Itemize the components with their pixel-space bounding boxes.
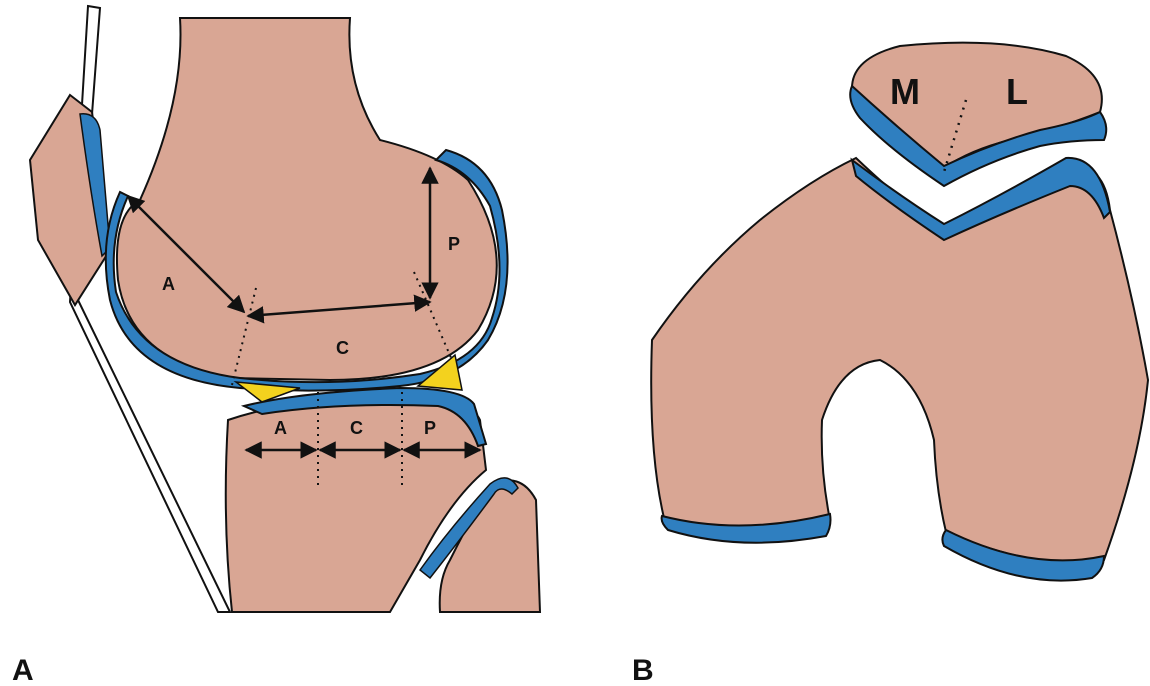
femur-label-posterior: P xyxy=(448,234,460,254)
femur-label-central: C xyxy=(336,338,349,358)
tibia-label-posterior: P xyxy=(424,418,436,438)
panel-a-sagittal-knee: A C P A C P A xyxy=(12,6,540,686)
patella-label-lateral: L xyxy=(1006,71,1028,112)
femur-axial-bone xyxy=(651,158,1148,563)
patella-lateral-view xyxy=(30,95,110,305)
tibia-label-anterior: A xyxy=(274,418,287,438)
tibia-label-central: C xyxy=(350,418,363,438)
femur-label-anterior: A xyxy=(162,274,175,294)
panel-a-label: A xyxy=(12,654,34,686)
femur-bone xyxy=(117,18,497,380)
patella-label-medial: M xyxy=(890,71,920,112)
panel-b-axial-knee: M L B xyxy=(632,43,1148,686)
panel-b-label: B xyxy=(632,654,654,686)
